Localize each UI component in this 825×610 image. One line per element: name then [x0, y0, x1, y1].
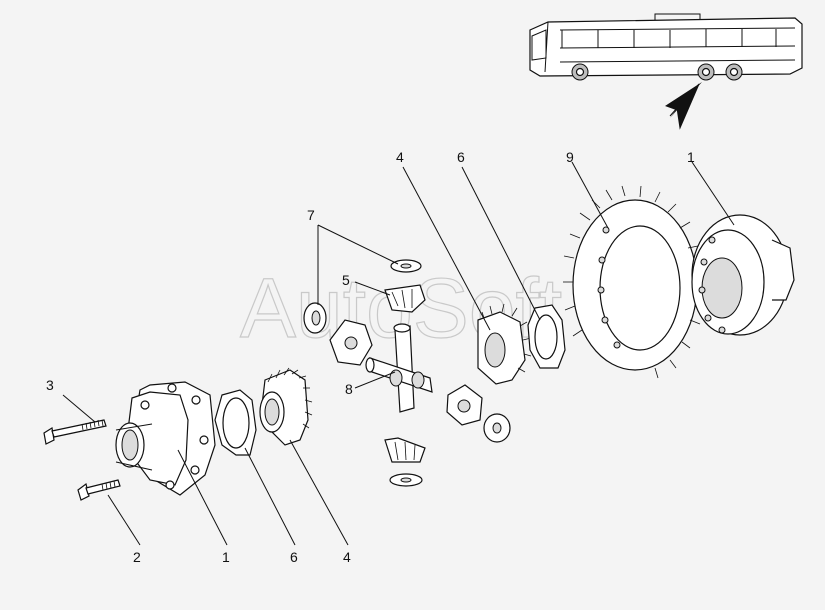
callout-9: 9 — [566, 149, 574, 165]
pinion-gear-right — [446, 384, 483, 426]
callout-6-top: 6 — [457, 149, 465, 165]
callout-1-right: 1 — [687, 149, 695, 165]
pinion-gear-top — [384, 284, 426, 313]
thrust-washer-right — [483, 413, 511, 443]
thrust-washer-side — [303, 302, 327, 334]
callout-7: 7 — [307, 207, 315, 223]
thrust-washer-top — [390, 259, 422, 273]
leader-lines — [62, 161, 735, 546]
callout-1-left: 1 — [222, 549, 230, 565]
side-gear-left — [259, 367, 313, 446]
callout-2: 2 — [133, 549, 141, 565]
callout-3: 3 — [46, 377, 54, 393]
thrust-washer-right-gasket — [527, 304, 566, 369]
thrust-washer-bottom — [389, 473, 423, 487]
bus-icon — [529, 13, 803, 81]
differential-case-right — [691, 214, 795, 336]
callout-8: 8 — [345, 381, 353, 397]
callout-6-left: 6 — [290, 549, 298, 565]
bolt-long — [43, 419, 107, 445]
ring-gear — [563, 185, 705, 379]
spider-cross — [365, 323, 433, 413]
callout-labels: 3 2 1 6 4 7 5 8 4 6 9 1 — [46, 149, 695, 565]
bolt-short — [77, 479, 121, 501]
thrust-washer-left — [214, 389, 257, 456]
arrow-pointer-icon — [665, 82, 702, 130]
pinion-gear-left — [329, 319, 373, 366]
callout-5: 5 — [342, 272, 350, 288]
pinion-gear-bottom — [384, 437, 426, 463]
callout-4-top: 4 — [396, 149, 404, 165]
callout-4-left: 4 — [343, 549, 351, 565]
differential-case-left — [115, 381, 216, 496]
